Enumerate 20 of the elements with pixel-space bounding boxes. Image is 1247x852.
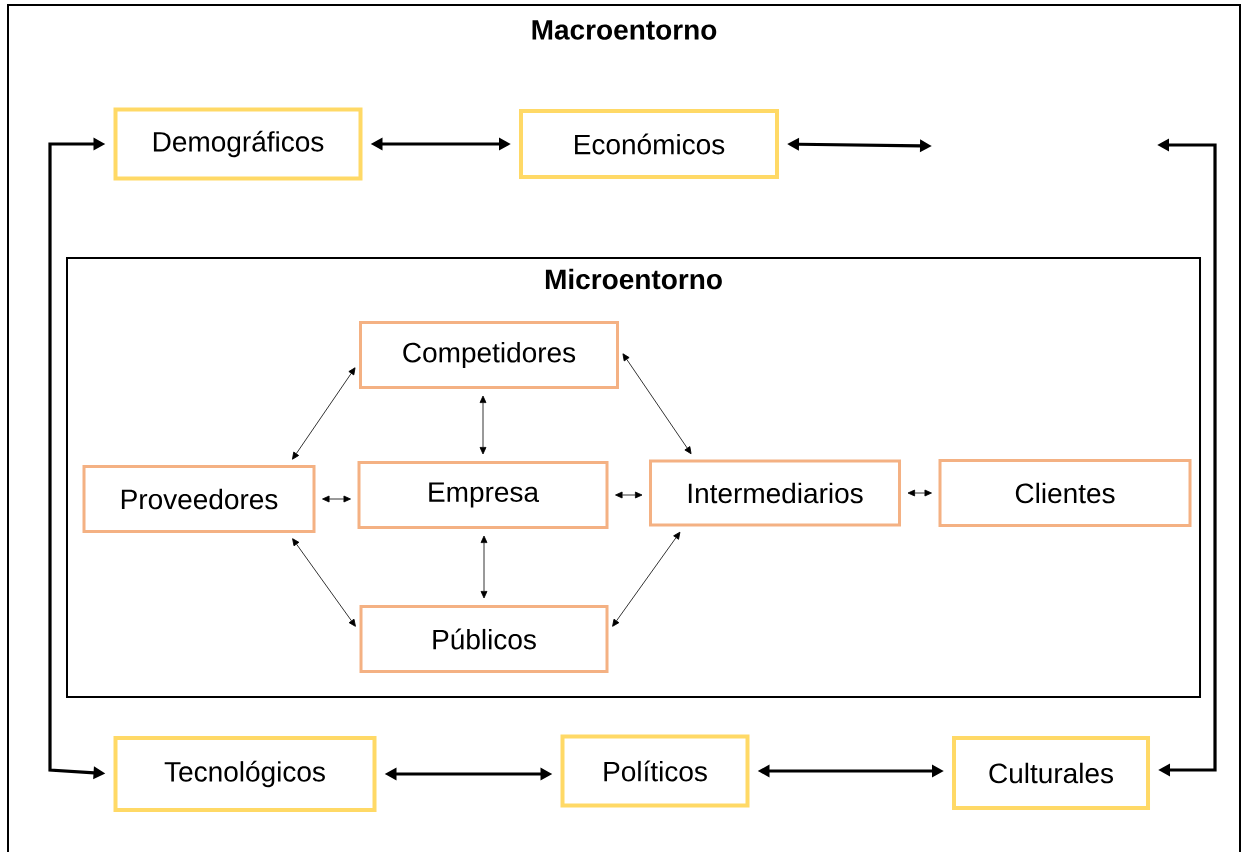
arrow [292, 367, 356, 460]
arrow [479, 395, 487, 455]
arrow [612, 531, 681, 627]
box: Demográficos [113, 107, 363, 181]
arrow [907, 489, 932, 497]
arrow [292, 538, 356, 627]
box: Económicos [519, 109, 779, 179]
box: Competidores [359, 321, 619, 389]
arrow [480, 535, 488, 599]
box: Intermediarios [649, 459, 901, 527]
box: Clientes [938, 459, 1192, 527]
box: Culturales [952, 736, 1150, 810]
box: Proveedores [82, 465, 316, 533]
arrow [615, 491, 643, 499]
arrow [622, 353, 692, 455]
box: Públicos [359, 605, 609, 673]
box: Tecnológicos [113, 736, 377, 812]
box: Empresa [357, 461, 609, 529]
box: Políticos [560, 734, 750, 808]
arrow [322, 495, 351, 503]
